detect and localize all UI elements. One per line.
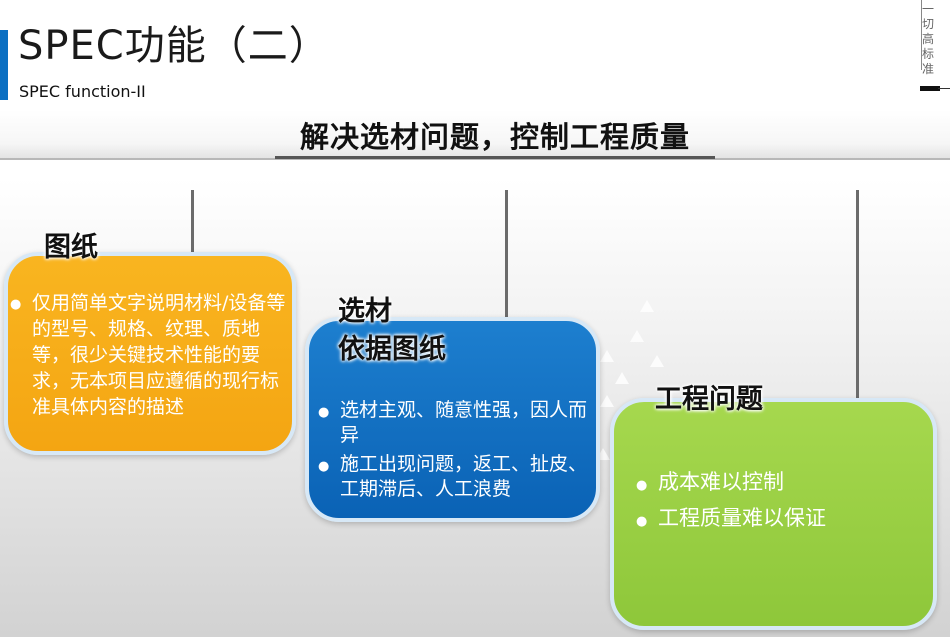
connector-line-3 [856, 190, 859, 398]
decor-triangle [630, 330, 644, 342]
card-drawings-list: 仅用简单文字说明材料/设备等的型号、规格、纹理、质地等，很少关键技术性能的要求，… [10, 290, 292, 420]
vertical-tag-line [921, 0, 922, 70]
card-engineering-list: 成本难以控制 工程质量难以保证 [636, 468, 926, 540]
connector-line-2 [505, 190, 508, 317]
list-item: 工程质量难以保证 [636, 504, 926, 536]
card-engineering-title: 工程问题 [655, 384, 763, 415]
card-material-title-line1: 选材 [338, 296, 392, 327]
headline-underline [275, 156, 715, 159]
list-item: 施工出现问题，返工、扯皮、工期滞后、人工浪费 [318, 452, 590, 502]
card-material-title-line2: 依据图纸 [338, 334, 446, 365]
tag-mark-line [938, 88, 950, 89]
list-item: 仅用简单文字说明材料/设备等的型号、规格、纹理、质地等，很少关键技术性能的要求，… [10, 290, 292, 420]
connector-line-1 [191, 190, 194, 252]
list-item: 成本难以控制 [636, 468, 926, 500]
headline: 解决选材问题，控制工程质量 [299, 120, 690, 154]
vertical-tag-text: 一切高标准 [922, 2, 935, 76]
decor-triangle [600, 350, 614, 362]
headline-band [0, 110, 950, 160]
decor-triangle [650, 355, 664, 367]
title-accent-bar [0, 30, 8, 100]
decor-triangle [640, 300, 654, 312]
list-item: 选材主观、随意性强，因人而异 [318, 398, 590, 448]
card-material-list: 选材主观、随意性强，因人而异 施工出现问题，返工、扯皮、工期滞后、人工浪费 [318, 398, 590, 506]
page-subtitle: SPEC function-II [19, 82, 146, 101]
page-title: SPEC功能（二） [18, 23, 330, 69]
decor-triangle [615, 372, 629, 384]
card-drawings-title: 图纸 [44, 232, 98, 263]
tag-mark [920, 86, 940, 91]
decor-triangle [600, 395, 614, 407]
